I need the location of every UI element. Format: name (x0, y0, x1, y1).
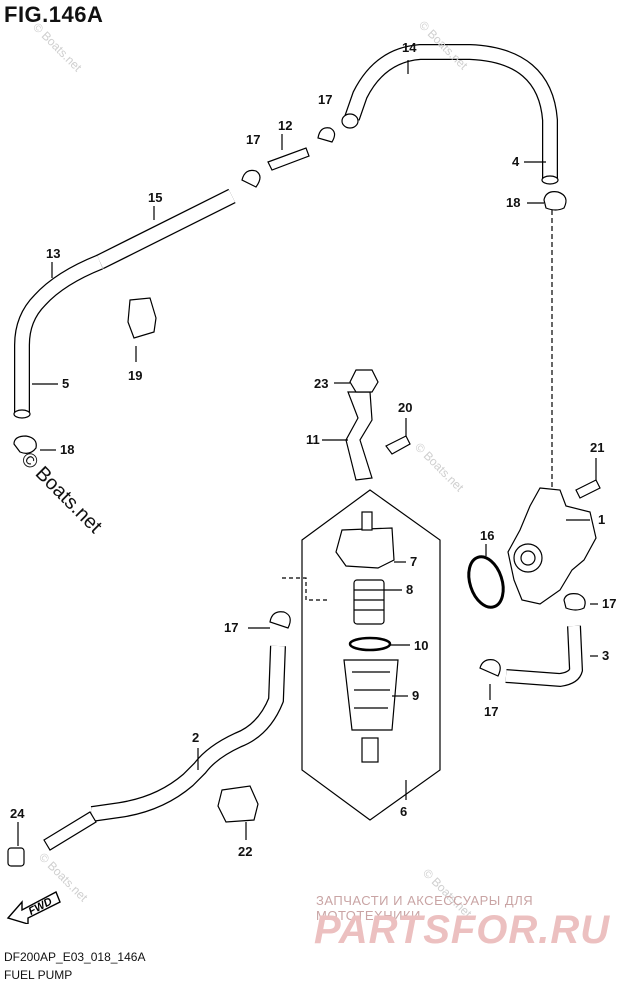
callout-17: 17 (246, 132, 261, 147)
callout-17: 17 (602, 596, 617, 611)
o-ring-16 (467, 555, 505, 609)
nut-23 (349, 369, 379, 393)
callout-24: 24 (10, 806, 25, 821)
callout-5: 5 (62, 376, 70, 391)
clamp-18-left (13, 435, 37, 454)
clamp-17-a (241, 169, 261, 188)
callout-20: 20 (398, 400, 413, 415)
callout-21: 21 (590, 440, 605, 455)
callout-17: 17 (224, 620, 239, 635)
callout-17: 17 (318, 92, 333, 107)
fitting-24 (43, 811, 97, 851)
figure-title: FIG.146A (4, 2, 104, 27)
callout-17: 17 (484, 704, 499, 719)
filter-assembly-box (301, 489, 441, 821)
clamp-18-right (543, 191, 567, 211)
bolt-20 (385, 435, 411, 455)
clamp-17-lower (479, 659, 501, 677)
callout-4: 4 (512, 154, 520, 169)
figure-name: FUEL PUMP (4, 968, 73, 982)
callout-15: 15 (148, 190, 163, 205)
callout-18: 18 (506, 195, 521, 210)
clip-19 (127, 297, 157, 339)
callout-23: 23 (314, 376, 329, 391)
cap-24 (7, 847, 25, 867)
filter-head-7 (335, 527, 395, 569)
callout-2: 2 (192, 730, 200, 745)
fwd-label: FWD (27, 896, 55, 918)
callout-16: 16 (480, 528, 495, 543)
callout-3: 3 (602, 648, 610, 663)
forward-arrow-icon: FWD (6, 888, 62, 929)
callout-18: 18 (60, 442, 75, 457)
joint-12 (267, 147, 310, 171)
shop-logo: PARTSFOR.RU (314, 908, 611, 952)
callout-6: 6 (400, 804, 408, 819)
callout-1: 1 (598, 512, 606, 527)
filter-cup-9 (343, 659, 399, 731)
o-ring-10 (348, 636, 392, 652)
callout-7: 7 (410, 554, 418, 569)
drawing-code: DF200AP_E03_018_146A (4, 950, 146, 964)
callout-22: 22 (238, 844, 253, 859)
clip-22 (217, 785, 259, 823)
clamp-17-right (563, 593, 586, 611)
clamp-17-top (317, 127, 336, 143)
fuel-pump-1 (507, 487, 597, 605)
callout-9: 9 (412, 688, 420, 703)
callout-8: 8 (406, 582, 414, 597)
clamp-17-left-lower (269, 611, 291, 629)
shop-tagline: ЗАПЧАСТИ И АКСЕССУАРЫ ДЛЯ МОТОТЕХНИКИ (316, 893, 534, 923)
callout-13: 13 (46, 246, 61, 261)
callout-11: 11 (306, 432, 320, 447)
callout-10: 10 (414, 638, 429, 653)
bolt-21 (575, 479, 601, 499)
filter-element-8 (353, 579, 385, 625)
callout-19: 19 (128, 368, 143, 383)
callout-12: 12 (278, 118, 293, 133)
bracket-11 (345, 391, 373, 481)
callout-14: 14 (402, 40, 417, 55)
